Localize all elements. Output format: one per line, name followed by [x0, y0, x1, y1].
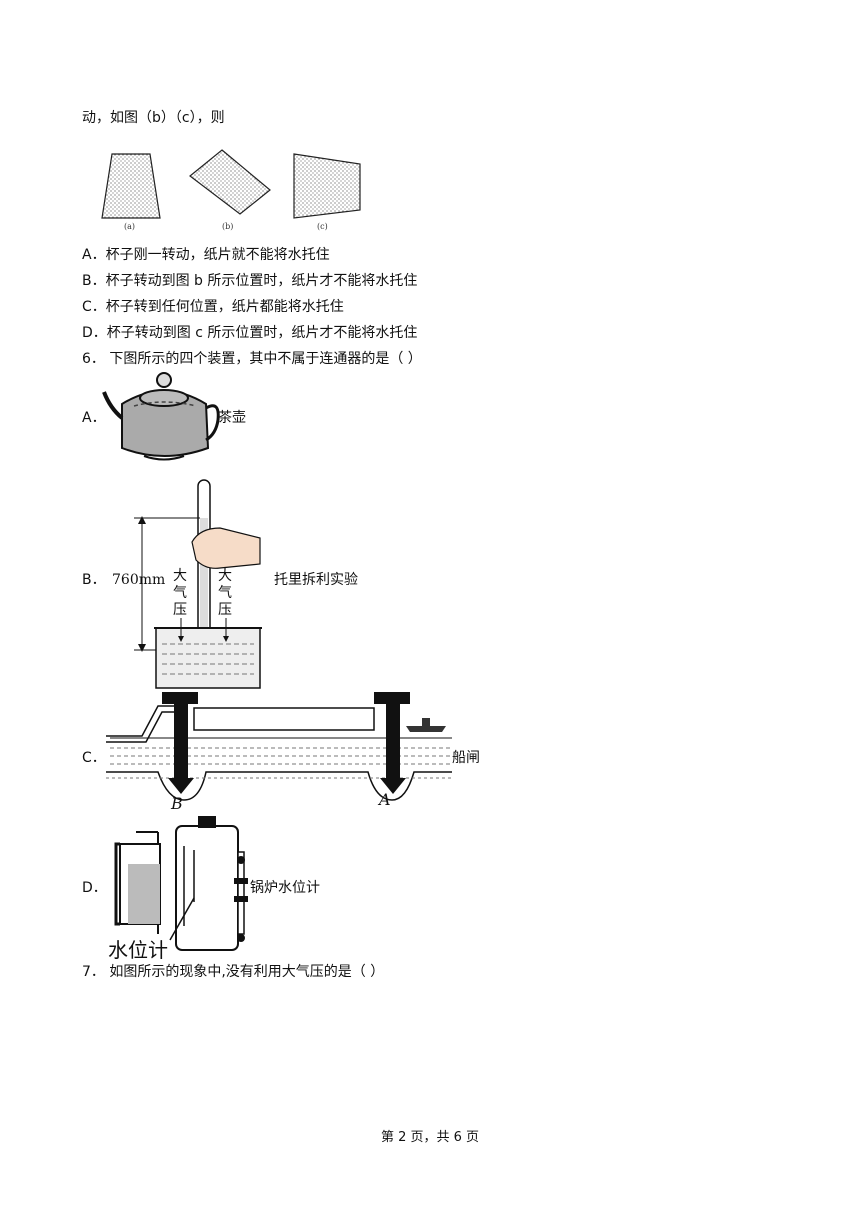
q6-option-d-letter: D．: [82, 880, 107, 896]
q5-option-a: A．杯子刚一转动，纸片就不能将水托住: [82, 245, 330, 265]
right-pressure-label: 大气压: [218, 568, 232, 618]
teapot-illustration: [102, 372, 220, 461]
q5-figures: (a) (b) (c): [98, 149, 368, 235]
q5-continuation: 动，如图（b）（c），则: [82, 110, 225, 126]
figure-caption-b: (b): [222, 222, 234, 231]
q6-option-a-letter: A．: [82, 410, 106, 426]
torricelli-height-label: 760mm: [112, 572, 166, 588]
q6-option-b-label: 托里拆利实验: [274, 572, 358, 588]
left-pressure-label: 大气压: [173, 568, 187, 618]
q6-option-c-letter: C．: [82, 750, 106, 766]
q5-option-b: B．杯子转动到图 b 所示位置时，纸片才不能将水托住: [82, 271, 417, 291]
q6-stem: 6． 下图所示的四个装置，其中不属于连通器的是（ ）: [82, 351, 422, 367]
q5-option-c: C．杯子转到任何位置，纸片都能将水托住: [82, 297, 344, 317]
page-footer: 第 2 页，共 6 页: [380, 1130, 480, 1145]
gate-b-label: B: [171, 794, 183, 813]
q6-option-b-letter: B．: [82, 572, 106, 588]
option-text: 杯子转到任何位置，纸片都能将水托住: [105, 299, 344, 315]
option-text: 杯子刚一转动，纸片就不能将水托住: [105, 247, 330, 263]
option-letter: D．: [82, 325, 107, 341]
ship-lock-illustration: [106, 692, 452, 801]
torricelli-illustration: [134, 479, 262, 689]
option-letter: C．: [82, 299, 106, 315]
option-text: 杯子转动到图 c 所示位置时，纸片才不能将水托住: [106, 325, 418, 341]
q5-option-d: D．杯子转动到图 c 所示位置时，纸片才不能将水托住: [82, 323, 417, 343]
q6-option-a-label: 茶壶: [218, 410, 246, 426]
option-letter: A．: [82, 247, 106, 263]
water-level-gauge-caption: 水位计: [108, 938, 168, 962]
q6-option-c-label: 船闸: [452, 750, 480, 766]
q6-option-d-label: 锅炉水位计: [250, 880, 320, 896]
figure-caption-a: (a): [124, 222, 136, 231]
boiler-gauge-illustration: [114, 816, 248, 951]
cup-figure-illustration: [101, 149, 361, 219]
figure-caption-c: (c): [317, 222, 328, 231]
option-text: 杯子转动到图 b 所示位置时，纸片才不能将水托住: [105, 273, 418, 289]
gate-a-label: A: [379, 790, 391, 809]
q7-stem: 7． 如图所示的现象中,没有利用大气压的是（ ）: [82, 964, 385, 980]
option-letter: B．: [82, 273, 106, 289]
